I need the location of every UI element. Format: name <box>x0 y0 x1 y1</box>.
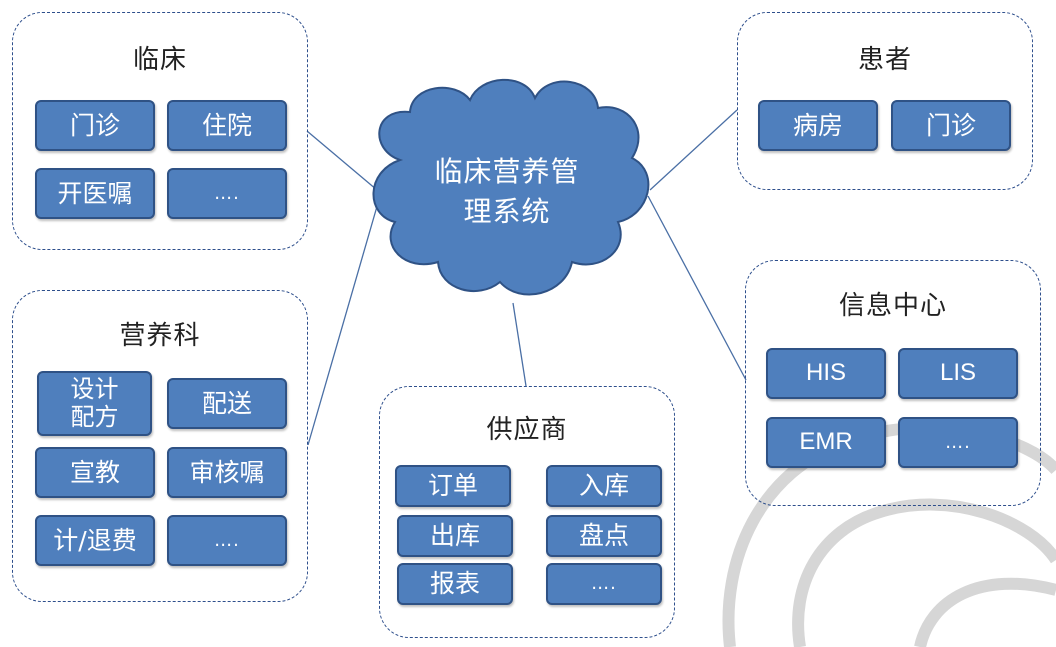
connector-patient <box>649 109 738 191</box>
group-info-center: 信息中心 <box>745 260 1041 506</box>
node-nutrition-design-formula: 设计 配方 <box>37 371 152 436</box>
node-clinic-outpatient: 门诊 <box>35 100 155 151</box>
node-info-lis: LIS <box>898 348 1018 399</box>
group-patient: 患者 <box>737 12 1033 190</box>
group-clinic: 临床 <box>12 12 308 250</box>
connector-supplier <box>512 302 527 387</box>
central-system-label-line1: 临床营养管 <box>434 155 580 188</box>
group-supplier: 供应商 <box>379 386 675 638</box>
node-supplier-stock-in: 入库 <box>546 465 662 507</box>
node-supplier-stock-out: 出库 <box>397 515 513 557</box>
node-nutrition-billing: 计/退费 <box>35 515 155 566</box>
node-patient-outpatient: 门诊 <box>891 100 1011 151</box>
node-info-his: HIS <box>766 348 886 399</box>
node-supplier-more: …. <box>546 563 662 605</box>
node-patient-ward: 病房 <box>758 100 878 151</box>
node-clinic-more: …. <box>167 168 287 219</box>
connector-info <box>647 195 747 381</box>
group-title: 临床 <box>132 45 187 75</box>
group-title: 患者 <box>857 45 912 75</box>
node-clinic-prescribe: 开医嘱 <box>35 168 155 219</box>
central-system-label-line2: 理系统 <box>463 195 551 228</box>
node-nutrition-education: 宣教 <box>35 447 155 498</box>
connector-nutrition <box>307 195 381 446</box>
node-supplier-inventory: 盘点 <box>546 515 662 557</box>
node-supplier-order: 订单 <box>395 465 511 507</box>
group-title: 信息中心 <box>838 291 947 321</box>
node-nutrition-review: 审核嘱 <box>167 447 287 498</box>
node-nutrition-more: …. <box>167 515 287 566</box>
group-title: 供应商 <box>486 415 568 445</box>
node-info-more: …. <box>898 417 1018 468</box>
node-clinic-inpatient: 住院 <box>167 100 287 151</box>
group-nutrition: 营养科 <box>12 290 308 602</box>
cloud-shape <box>372 78 650 296</box>
node-nutrition-delivery: 配送 <box>167 378 287 429</box>
connector-clinic <box>306 130 378 191</box>
node-supplier-report: 报表 <box>397 563 513 605</box>
central-system-label: 临床营养管 理系统 <box>412 152 602 232</box>
group-title: 营养科 <box>119 321 201 351</box>
node-info-emr: EMR <box>766 417 886 468</box>
